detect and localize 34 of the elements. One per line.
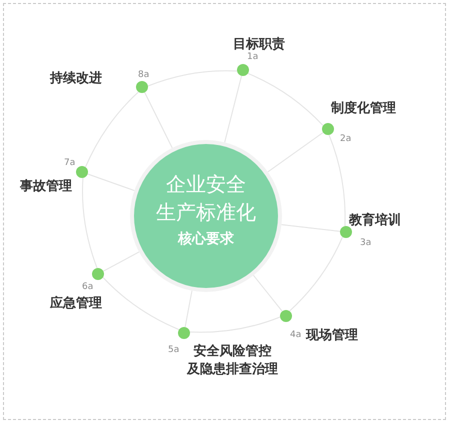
ring-line	[288, 236, 344, 312]
ring-line	[189, 316, 281, 333]
item-label: 事故管理	[20, 178, 72, 196]
index-label: 8a	[138, 70, 150, 80]
spoke-line	[102, 251, 140, 272]
index-label: 6a	[82, 282, 94, 292]
ring-line	[147, 70, 238, 86]
index-label: 5a	[168, 345, 180, 355]
spoke-line	[224, 75, 242, 143]
ring-line	[328, 134, 346, 227]
index-label: 3a	[360, 238, 372, 248]
item-label: 目标职责	[233, 36, 285, 52]
ring-line	[84, 91, 140, 168]
ring-line	[247, 72, 324, 126]
item-label: 应急管理	[50, 295, 102, 313]
item-label: 持续改进	[50, 70, 102, 88]
ring-line	[102, 276, 180, 330]
spoke-line	[87, 174, 135, 192]
spoke-line	[281, 224, 341, 232]
item-label: 教育培训	[349, 212, 401, 230]
index-label: 4a	[290, 330, 302, 340]
spoke-line	[267, 132, 324, 172]
spoke-line	[252, 274, 283, 312]
hub-title: 企业安全生产标准化	[156, 171, 256, 226]
hub-subtitle: 核心要求	[176, 230, 235, 248]
ring-line	[82, 177, 98, 269]
item-label: 安全风险管控及隐患排查治理	[187, 343, 278, 379]
index-label: 2a	[340, 134, 352, 144]
item-label: 制度化管理	[331, 100, 396, 118]
spoke-line	[144, 92, 173, 148]
spoke-line	[184, 290, 192, 328]
item-label: 现场管理	[306, 327, 358, 345]
index-label: 7a	[64, 158, 76, 168]
index-label: 1a	[247, 52, 258, 62]
